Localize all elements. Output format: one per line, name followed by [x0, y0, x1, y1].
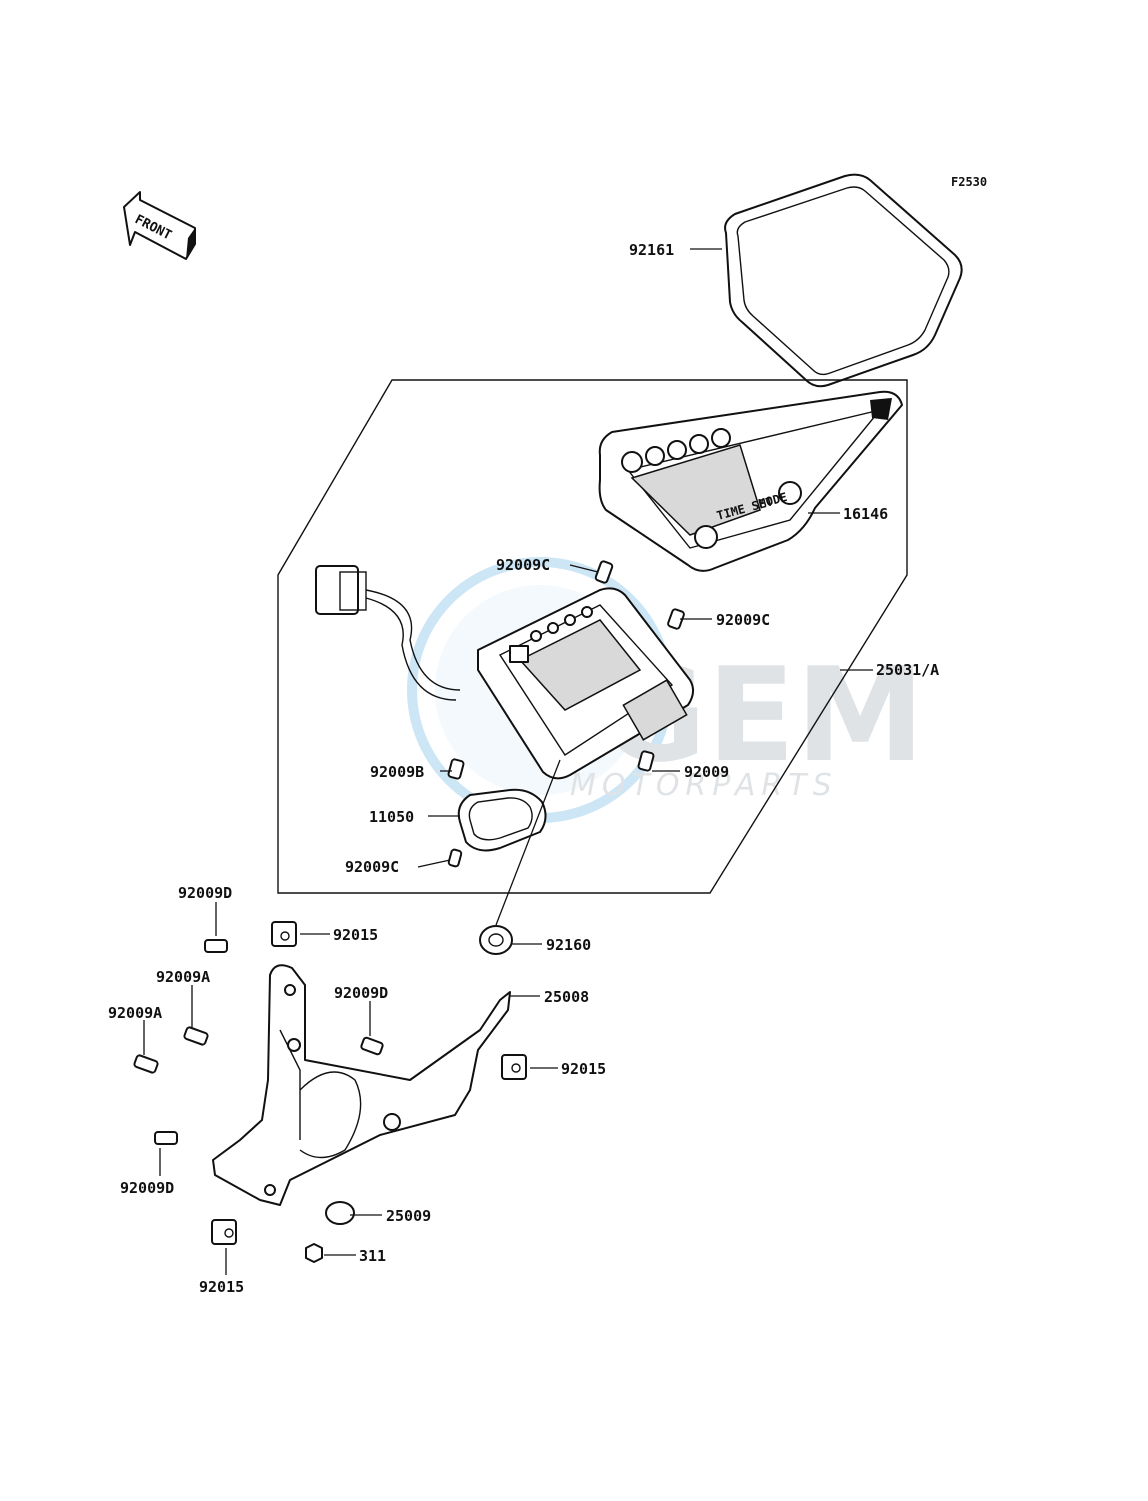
part-labels: 92161 16146 92009C 92009C 25031/A 92009B… [108, 241, 939, 1296]
part-label-25008: 25008 [544, 988, 589, 1006]
part-label-92009C: 92009C [345, 858, 399, 876]
screw-icon [447, 560, 685, 868]
leader-lines [143, 248, 873, 1275]
assembly-outline [277, 379, 908, 894]
part-label-92009D: 92009D [120, 1179, 174, 1197]
lens-gasket [724, 173, 963, 388]
part-label-92160: 92160 [546, 936, 591, 954]
watermark-sub: MOTORPARTS [570, 768, 838, 803]
part-label-92009D: 92009D [178, 884, 232, 902]
front-arrow-icon: FRONT [123, 191, 196, 260]
part-label-92015: 92015 [199, 1278, 244, 1296]
part-label-92009B: 92009B [370, 763, 424, 781]
part-label-25031A: 25031/A [876, 661, 939, 679]
part-label-92009C: 92009C [716, 611, 770, 629]
part-label-92161: 92161 [629, 241, 674, 259]
part-label-16146: 16146 [843, 505, 888, 523]
part-label-92009A: 92009A [108, 1004, 162, 1022]
part-label-11050: 11050 [369, 808, 414, 826]
part-label-92009C: 92009C [496, 556, 550, 574]
part-label-92009A: 92009A [156, 968, 210, 986]
grommet-icon [479, 925, 513, 955]
meter-bracket [212, 964, 511, 1206]
meter-cover: TIME SET MODE [598, 390, 903, 572]
nut-icon [305, 1243, 323, 1263]
part-label-92009: 92009 [684, 763, 729, 781]
part-label-92015: 92015 [561, 1060, 606, 1078]
meter-body [315, 565, 694, 780]
bolt-icon [133, 939, 384, 1145]
part-label-311: 311 [359, 1247, 386, 1265]
clip-nut-icon [211, 921, 527, 1245]
meter-gasket [457, 788, 547, 852]
washer-icon [325, 1201, 355, 1225]
figure-code: F2530 [951, 175, 987, 189]
part-label-92015: 92015 [333, 926, 378, 944]
part-label-25009: 25009 [386, 1207, 431, 1225]
part-label-92009D: 92009D [334, 984, 388, 1002]
